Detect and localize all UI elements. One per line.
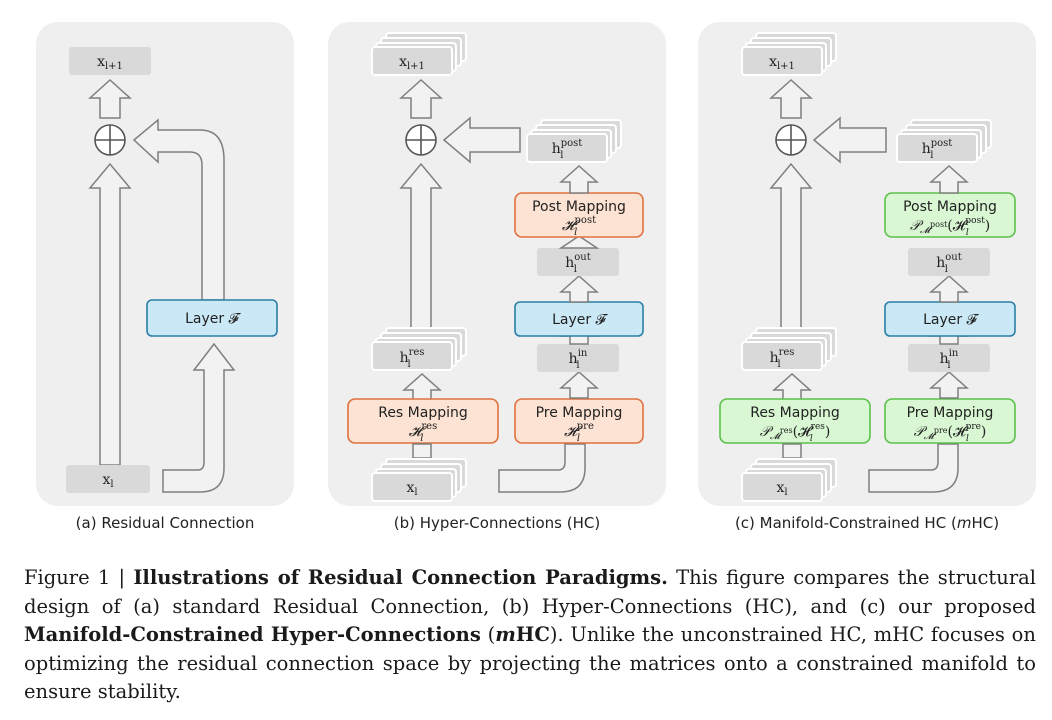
- panel-c-caption: (c) Manifold-Constrained HC (mHC): [735, 514, 999, 532]
- panel-b-caption: (b) Hyper-Connections (HC): [394, 514, 600, 532]
- panel-b-pre-mapping-label: Pre Mapping: [536, 405, 623, 421]
- panel-c-pre-mapping-label: Pre Mapping: [907, 405, 994, 421]
- panel-c-left-arrow: [812, 116, 887, 164]
- panel-a-up-arrow-top: [88, 78, 132, 119]
- panel-c-post-up-arrow: [929, 164, 969, 194]
- caption-body-1: This figure compares the structural desi…: [24, 566, 1037, 618]
- panel-c-input-res-arrow: [782, 443, 802, 459]
- panel-c-skip-arrow: [769, 162, 813, 331]
- panel-b-pre-up-arrow: [559, 370, 599, 399]
- panel-a-input-curve-arrow: [162, 342, 236, 493]
- panel-a-x-in-label: xl: [102, 472, 113, 490]
- panel-b-out-up-arrow: [558, 235, 600, 249]
- panel-b-x-in-label: xl: [406, 480, 417, 498]
- caption-body-3: ). Unlike the unconstrained HC, mHC focu…: [24, 623, 1036, 703]
- panel-b-layer-up-arrow: [559, 274, 599, 303]
- panel-b-layer-label: Layer 𝓕: [552, 312, 608, 328]
- panel-a-x-next-box: [69, 47, 151, 75]
- diagram: xl+1 Layer 𝓕 xl (a) Residual Connection …: [36, 22, 1036, 532]
- panel-a-caption: (a) Residual Connection: [76, 514, 255, 532]
- panel-a-add-circle: [94, 124, 126, 156]
- panel-b-pre-mapping-box: [514, 398, 644, 444]
- panel-c-up-arrow-top: [769, 78, 813, 119]
- figure-caption: Figure 1 | Illustrations of Residual Con…: [24, 564, 1036, 707]
- panel-c-x-in-label: xl: [776, 480, 787, 498]
- panel-c-h-out-box: [908, 248, 990, 276]
- panel-b-h-out-box: [537, 248, 619, 276]
- panel-c-x-in-stack: [741, 458, 837, 502]
- panel-c-post-mapping-label: Post Mapping: [903, 199, 997, 215]
- panel-a-layer-box: [146, 299, 278, 337]
- panel-c-layer-label: Layer 𝓕: [923, 312, 979, 328]
- panel-b-res-mapping-box: [347, 398, 499, 444]
- caption-title: Illustrations of Residual Connection Par…: [133, 566, 668, 589]
- panel-b-h-in-box: [537, 344, 619, 372]
- panel-c-res-mapping-label: Res Mapping: [750, 405, 840, 421]
- panel-b-left-arrow: [442, 116, 521, 164]
- caption-bold-name: Manifold-Constrained Hyper-Connections: [24, 623, 481, 646]
- panel-a-background: [36, 22, 294, 506]
- panel-c-layer-up-arrow: [929, 274, 969, 303]
- panel-c-h-in-box: [908, 344, 990, 372]
- panel-c-add-circle: [775, 124, 807, 156]
- panel-c-pre-up-arrow: [929, 370, 969, 399]
- panel-b-input-res-arrow: [412, 443, 432, 459]
- panel-b-post-mapping-label: Post Mapping: [532, 199, 626, 215]
- panel-a-x-in-box: [66, 465, 150, 493]
- panel-b-res-mapping-label: Res Mapping: [378, 405, 468, 421]
- panel-a-layer-label: Layer 𝓕: [185, 311, 241, 327]
- panel-a-skip-arrow: [88, 162, 132, 466]
- panel-b-input-pre-curve-arrow: [498, 443, 586, 493]
- caption-prefix: Figure 1 |: [24, 566, 134, 589]
- panel-b-post-up-arrow: [559, 164, 599, 194]
- panel-c-res-mapping-box: [719, 398, 871, 444]
- panel-b-add-circle: [405, 124, 437, 156]
- panel-c-input-pre-curve-arrow: [868, 443, 959, 493]
- caption-body-2: (: [480, 623, 496, 646]
- panel-b-skip-arrow: [399, 162, 443, 331]
- caption-mhc-abbrev: mHC: [495, 623, 550, 646]
- panel-b-x-in-stack: [371, 458, 467, 502]
- panel-b-up-arrow-top: [399, 78, 443, 119]
- panel-c-pre-mapping-box: [884, 398, 1016, 444]
